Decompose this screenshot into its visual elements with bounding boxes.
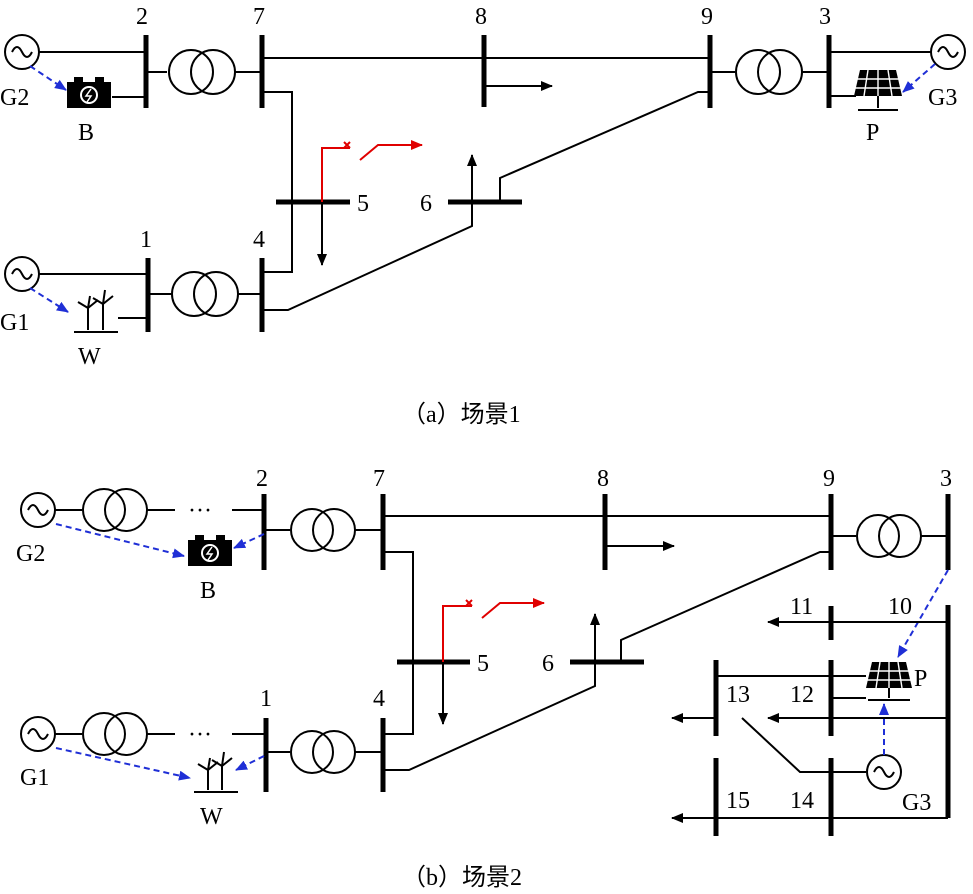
transformer-icon [82,712,148,756]
bus-label-5: 5 [357,191,369,217]
generator-icon [20,492,56,528]
transformer-icon [168,49,236,95]
bus-label-14: 14 [790,788,814,814]
bus-label-6: 6 [420,191,432,217]
scene-a: G2 B 2 7 8 9 3 [0,4,966,428]
label-g3: G3 [902,790,931,816]
bus-label-2: 2 [136,4,148,30]
transformer-icon [856,514,922,558]
label-g3: G3 [928,85,957,111]
bus-label-3: 3 [940,466,952,492]
bus-label-10: 10 [888,594,912,620]
transformer-icon [290,730,356,774]
ellipsis-g2: ··· [188,498,212,524]
caption-a: （a）场景1 [402,402,521,428]
scene-b: ··· 2 G2 B 7 8 9 [16,466,952,891]
label-b: B [78,120,94,146]
solar-panel-icon [854,69,902,111]
bus-label-7: 7 [253,4,265,30]
wind-turbine-icon [194,751,238,793]
generator-icon [4,256,40,292]
transformer-icon [735,49,803,95]
caption-b: （b）场景2 [402,865,522,891]
bus-label-13: 13 [726,682,750,708]
bus-label-9: 9 [701,4,713,30]
bus-label-8: 8 [475,4,487,30]
label-g1: G1 [0,310,29,336]
bus-label-1: 1 [260,686,272,712]
bus-label-5: 5 [477,651,489,677]
label-p: P [914,666,927,692]
bus-label-2: 2 [256,466,268,492]
bus-label-3: 3 [819,4,831,30]
wind-turbine-icon [74,289,118,333]
bus-label-12: 12 [790,682,814,708]
transformer-icon [171,271,239,317]
bus-label-9: 9 [823,466,835,492]
generator-icon [866,754,902,790]
bus-label-1: 1 [140,227,152,253]
label-g2: G2 [0,85,29,111]
bus-label-6: 6 [542,651,554,677]
label-w: W [200,804,223,830]
fault-symbol-icon [321,140,423,202]
generator-icon [4,34,40,70]
bus-label-4: 4 [373,686,385,712]
label-g1: G1 [20,765,49,791]
battery-icon [188,535,232,566]
ellipsis-g1: ··· [188,722,212,748]
generator-icon [930,34,966,70]
label-b: B [200,578,216,604]
battery-icon [67,77,111,108]
transformer-icon [82,488,148,532]
transformer-icon [290,508,356,552]
generator-icon [20,716,56,752]
bus-label-7: 7 [373,466,385,492]
label-w: W [78,344,101,370]
fault-symbol-icon [442,598,545,662]
label-g2: G2 [16,541,45,567]
bus-label-11: 11 [790,594,813,620]
solar-panel-icon [866,661,912,701]
bus-label-15: 15 [726,788,750,814]
bus-label-8: 8 [597,466,609,492]
bus-label-4: 4 [253,227,265,253]
label-p: P [866,120,879,146]
